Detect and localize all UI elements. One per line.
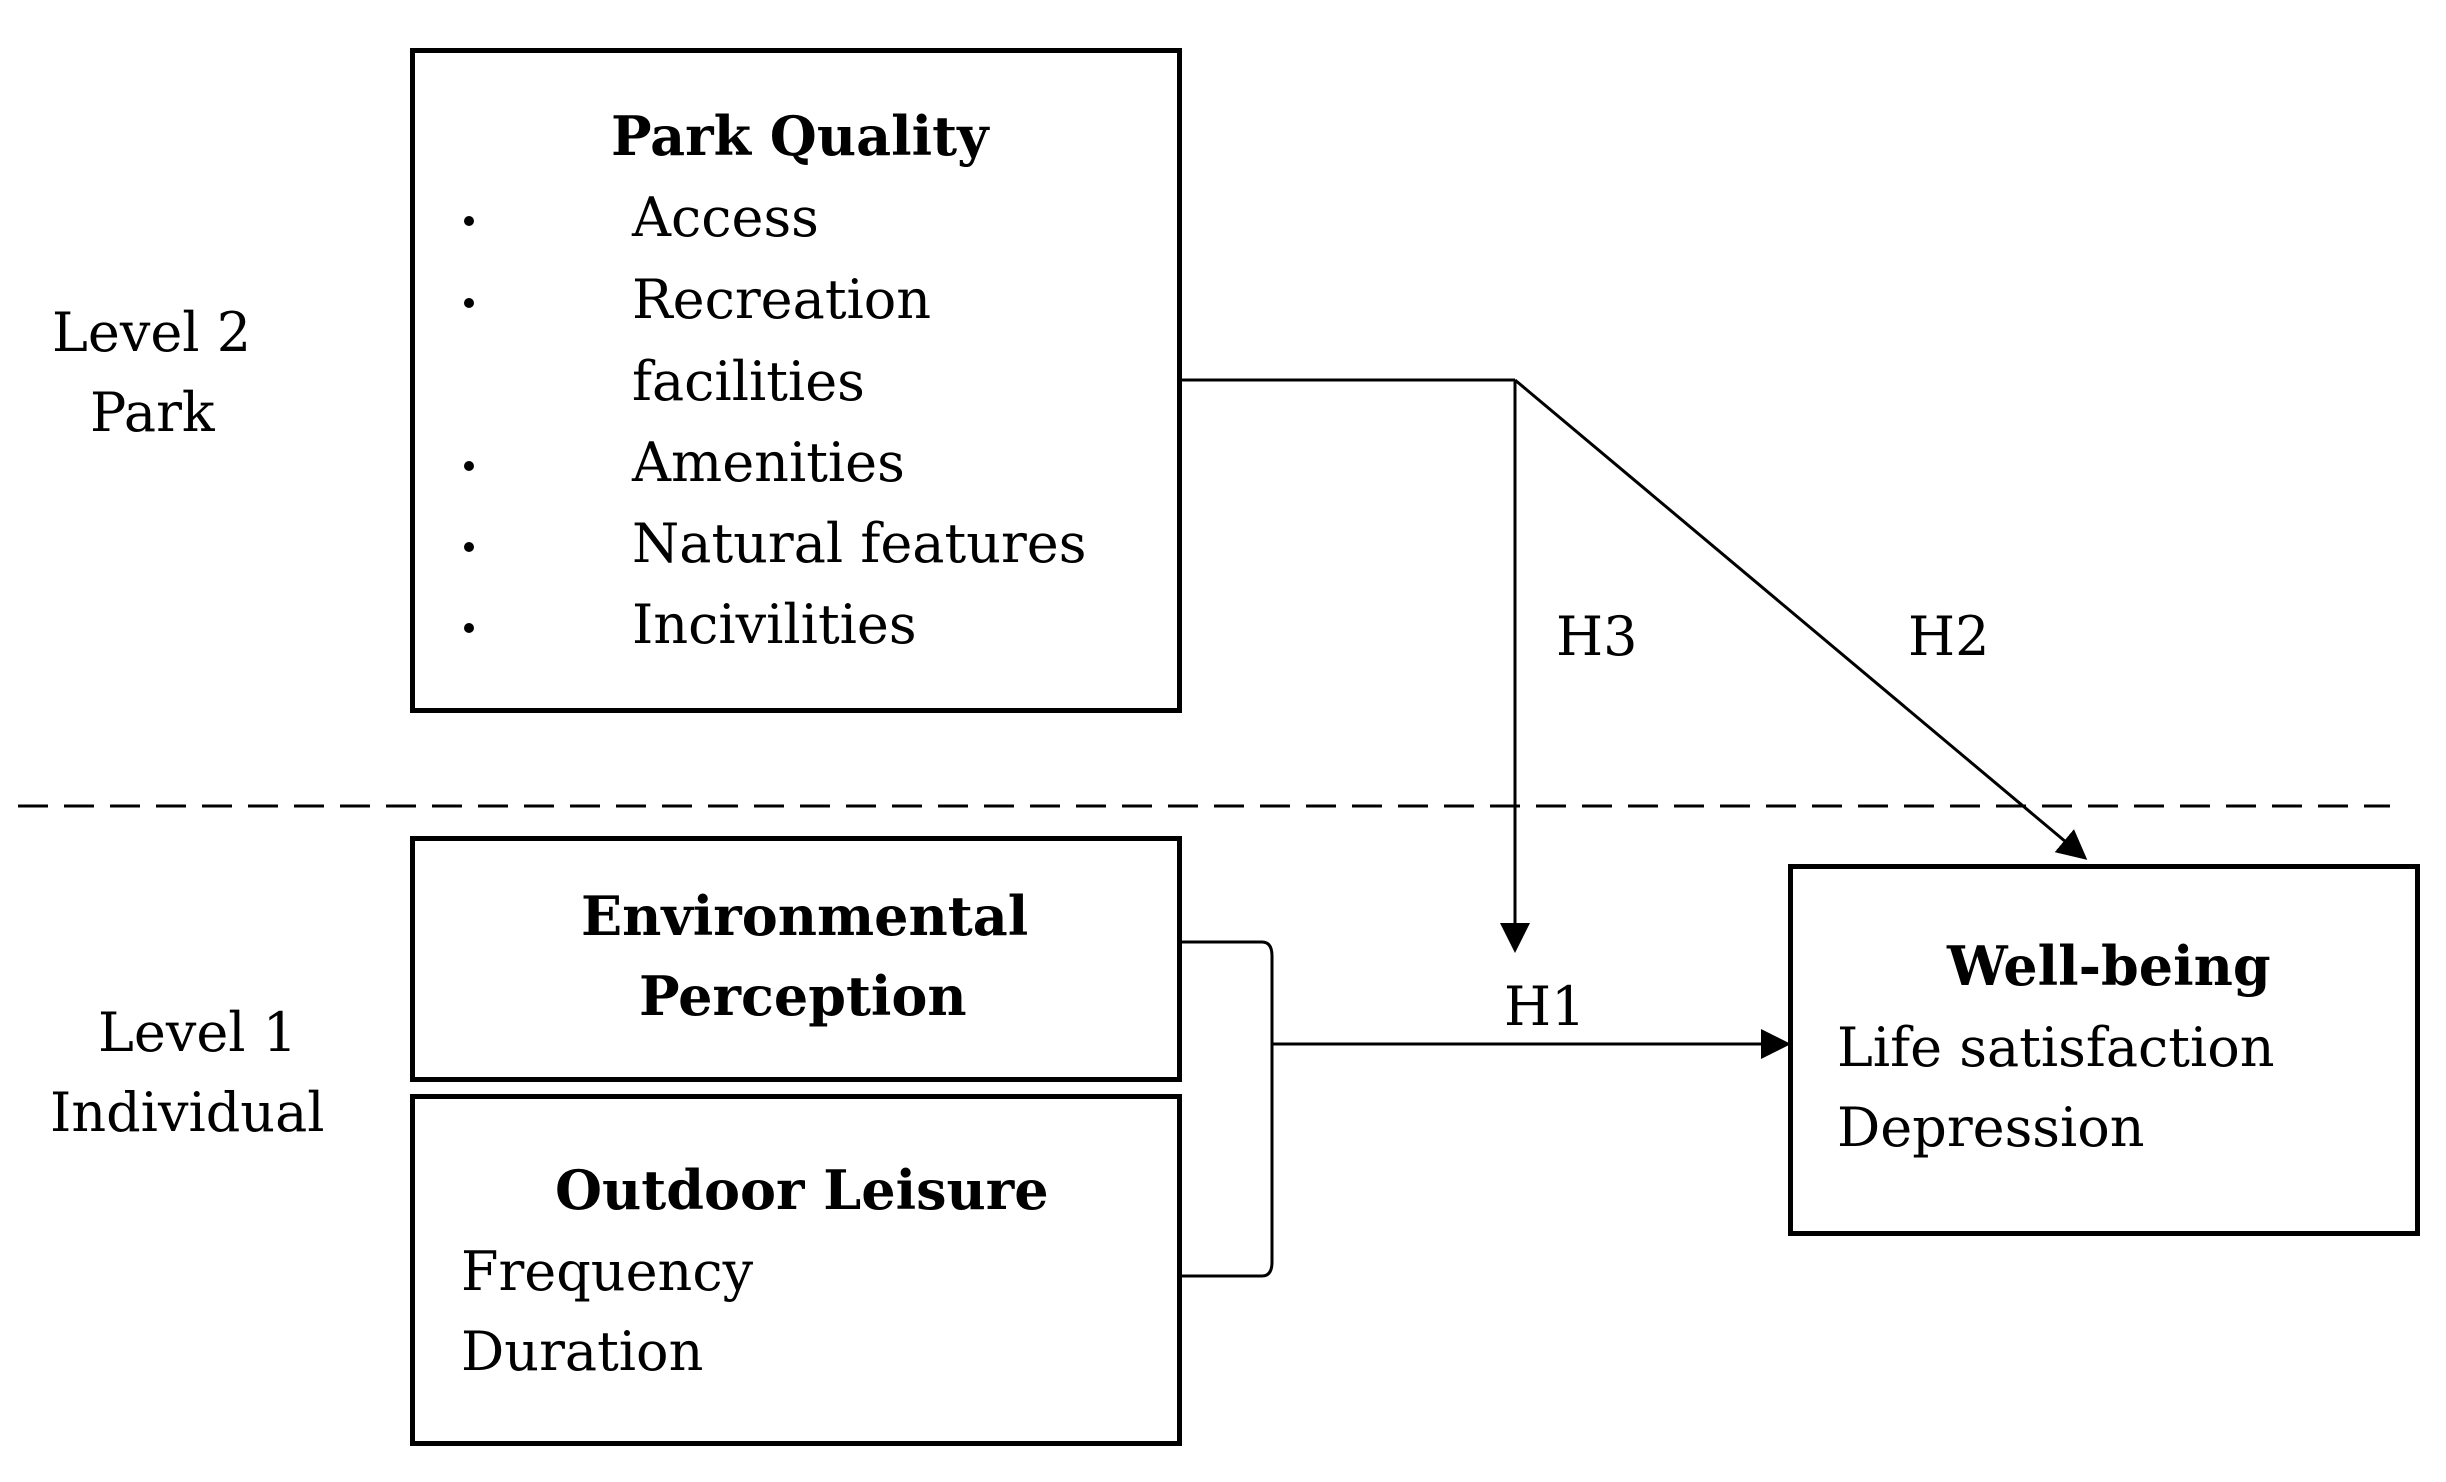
individual-bracket [1178, 940, 1274, 1278]
outdoor-leisure-box: Outdoor Leisure Frequency Duration [410, 1094, 1182, 1446]
park-quality-item-recreation-cont: facilities [632, 350, 865, 413]
bullet-icon [464, 542, 474, 552]
h1-label: H1 [1504, 975, 1586, 1038]
park-quality-title: Park Quality [611, 104, 989, 168]
bullet-icon [464, 623, 474, 633]
bullet-icon [464, 298, 474, 308]
environmental-perception-title-line1: Environmental [581, 884, 1029, 948]
well-being-title: Well-being [1947, 934, 2271, 998]
bullet-icon [464, 461, 474, 471]
well-being-box: Well-being Life satisfaction Depression [1788, 864, 2420, 1236]
h3-label: H3 [1556, 605, 1638, 668]
outdoor-leisure-title: Outdoor Leisure [555, 1158, 1049, 1222]
h2-arrow [1514, 378, 2088, 860]
level1-label-line1: Level 1 [98, 1001, 298, 1064]
outdoor-leisure-item-duration: Duration [461, 1320, 704, 1383]
park-quality-item-natural-features: Natural features [632, 512, 1087, 575]
environmental-perception-title-line2: Perception [639, 964, 967, 1028]
park-quality-item-recreation: Recreation [632, 268, 932, 331]
park-quality-box: Park Quality Access Recreation facilitie… [410, 48, 1182, 713]
park-quality-item-access: Access [632, 186, 819, 249]
level2-label-line2: Park [90, 381, 215, 444]
level1-label-line2: Individual [50, 1081, 325, 1144]
bullet-icon [464, 216, 474, 226]
h2-label: H2 [1908, 605, 1990, 668]
well-being-item-life-satisfaction: Life satisfaction [1837, 1016, 2275, 1079]
park-quality-item-amenities: Amenities [632, 431, 905, 494]
outdoor-leisure-item-frequency: Frequency [461, 1240, 754, 1303]
environmental-perception-box: Environmental Perception [410, 836, 1182, 1082]
level2-label-line1: Level 2 [52, 301, 252, 364]
park-quality-item-incivilities: Incivilities [632, 593, 917, 656]
well-being-item-depression: Depression [1837, 1096, 2145, 1159]
